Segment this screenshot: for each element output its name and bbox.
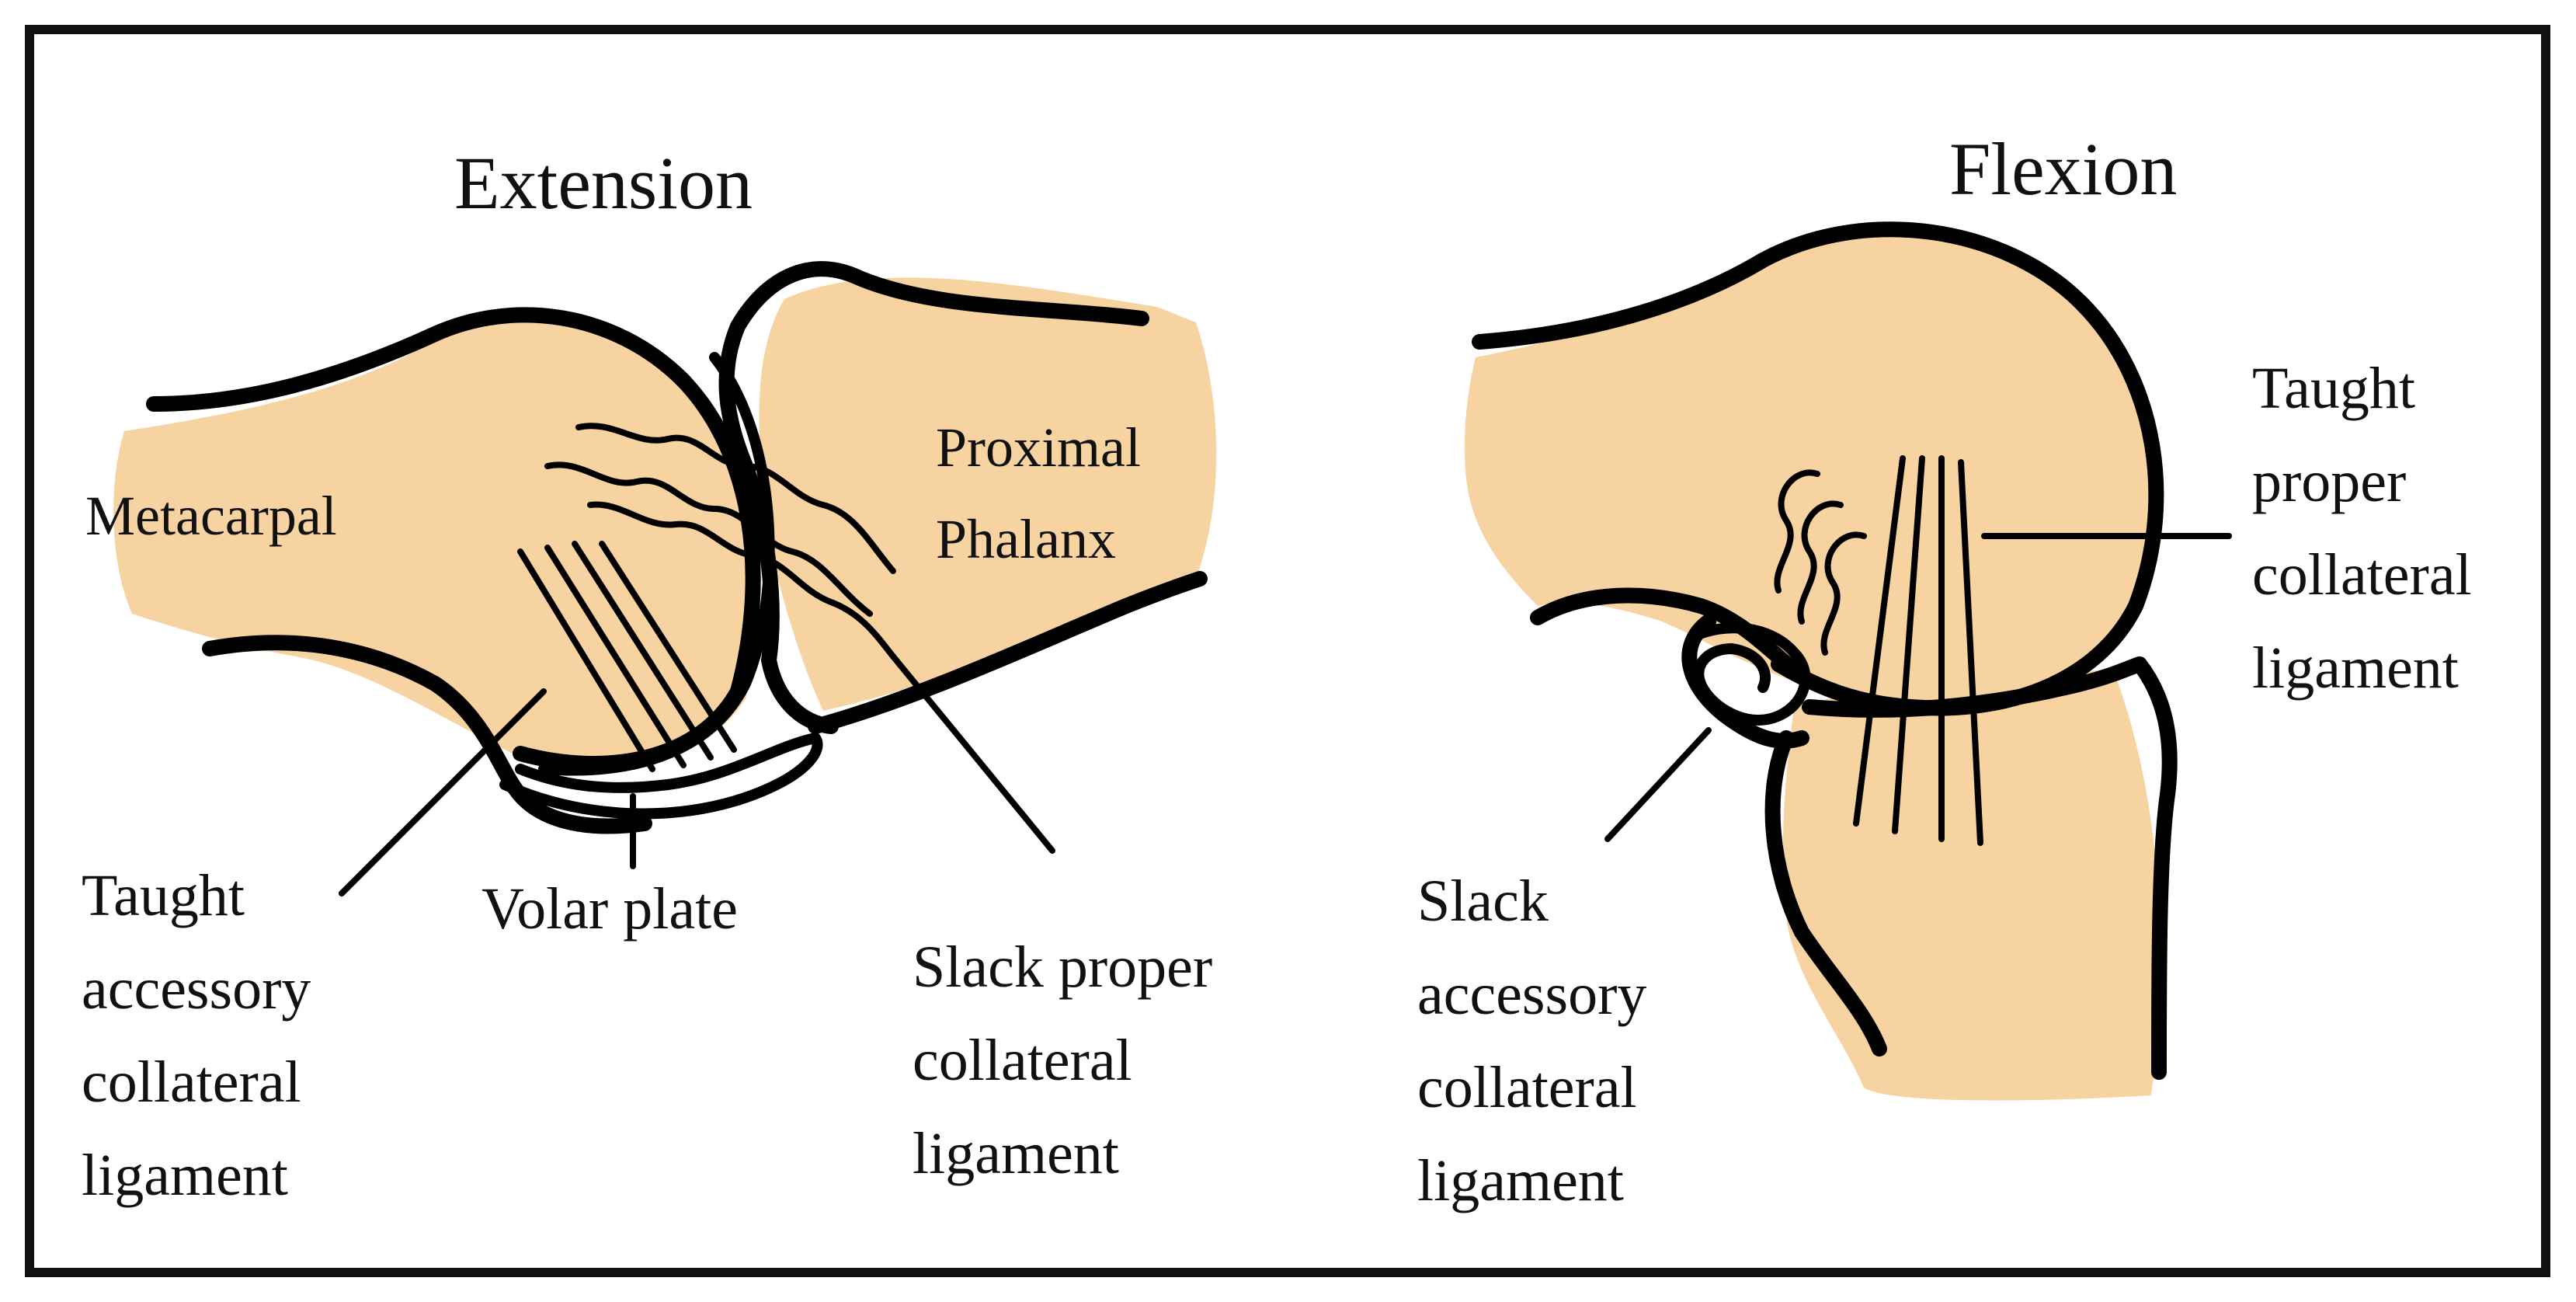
label-proximal-phalanx: Proximal Phalanx — [936, 416, 1155, 570]
flexion-phalanx-bone — [1782, 668, 2161, 1101]
slack-proper-ligament-1 — [575, 423, 896, 574]
label-sa-line-2: accessory — [1417, 962, 1646, 1027]
label-sp-line-2: collateral — [913, 1028, 1132, 1093]
figure-frame — [25, 25, 2550, 1277]
slack-proper-ligament-2 — [544, 461, 873, 617]
taught-accessory-ligament-2 — [544, 545, 687, 768]
label-slack-proper: Slack proper collateral ligament — [913, 935, 1227, 1186]
label-sp-line-3: ligament — [913, 1121, 1119, 1186]
flexion-metacarpal-bone — [1464, 232, 2149, 706]
label-tp-line-1: Taught — [2252, 356, 2415, 421]
label-ta-line-2: accessory — [82, 956, 311, 1022]
metacarpal-bone — [113, 308, 758, 769]
flexion-phalanx-outline-right — [2132, 656, 2178, 1080]
flexion-slack-accessory-2 — [1797, 500, 1844, 625]
label-sa-line-1: Slack — [1417, 869, 1549, 934]
proximal-phalanx-bone — [759, 277, 1217, 711]
label-ta-line-3: collateral — [82, 1050, 301, 1115]
flexion-taught-proper-1 — [1853, 455, 1906, 827]
leader-taught-accessory — [339, 688, 547, 896]
leader-slack-proper — [890, 653, 1055, 854]
label-volar-plate: Volar plate — [481, 876, 738, 942]
label-proximal-line-1: Proximal — [936, 416, 1141, 479]
label-tp-line-2: proper — [2252, 449, 2406, 514]
flexion-panel: Flexion Taught proper collateral ligamen… — [1417, 127, 2487, 1213]
extension-title: Extension — [454, 141, 753, 225]
label-sa-line-3: collateral — [1417, 1055, 1637, 1120]
taught-accessory-ligament-4 — [599, 541, 737, 753]
label-metacarpal: Metacarpal — [85, 485, 337, 547]
flexion-phalanx-outline-left — [1764, 730, 1887, 1057]
label-ta-line-4: ligament — [82, 1143, 288, 1208]
label-tp-line-3: collateral — [2252, 542, 2472, 607]
proximal-phalanx-outline-lower — [808, 571, 1208, 734]
flexion-metacarpal-outline-lower — [1530, 587, 1809, 684]
volar-plate — [499, 733, 823, 820]
slack-proper-ligament-3 — [587, 501, 896, 660]
extension-panel: Extension Metacarpal Proximal Phalanx Ta… — [82, 141, 1227, 1208]
flexion-taught-proper-4 — [1958, 459, 1983, 846]
flexion-taught-proper-2 — [1892, 455, 1925, 834]
proximal-phalanx-outline — [718, 261, 1149, 734]
label-tp-line-4: ligament — [2252, 635, 2459, 701]
joint-capsule — [538, 352, 775, 776]
flexion-volar-plate — [1688, 622, 1811, 726]
flexion-slack-accessory-1 — [1774, 469, 1820, 594]
label-slack-accessory: Slack accessory collateral ligament — [1417, 869, 1661, 1213]
label-taught-accessory: Taught accessory collateral ligament — [82, 863, 325, 1208]
label-sa-line-4: ligament — [1417, 1148, 1624, 1213]
label-ta-line-1: Taught — [82, 863, 245, 928]
label-taught-proper: Taught proper collateral ligament — [2252, 356, 2487, 701]
flexion-slack-accessory-3 — [1820, 531, 1867, 656]
metacarpal-outline-lower — [202, 635, 652, 834]
label-proximal-line-2: Phalanx — [936, 508, 1116, 570]
taught-accessory-ligament-1 — [517, 548, 655, 772]
taught-accessory-ligament-3 — [572, 541, 714, 761]
label-sp-line-1: Slack proper — [913, 935, 1212, 1000]
flexion-title: Flexion — [1949, 127, 2177, 211]
leader-slack-accessory — [1604, 727, 1712, 842]
